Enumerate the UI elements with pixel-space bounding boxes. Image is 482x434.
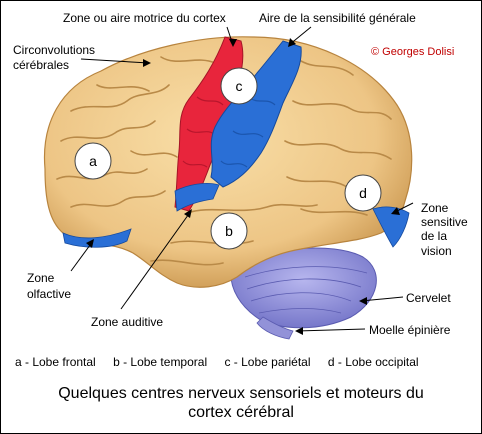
- label-sensory-area: Aire de la sensibilité générale: [259, 11, 416, 25]
- lobe-marker-c: c: [220, 67, 258, 105]
- arrow-olfactive: [86, 239, 94, 248]
- arrow-circonvolutions: [143, 59, 151, 67]
- auditory-area: [174, 183, 220, 212]
- caption-line-2: cortex cérébral: [188, 404, 294, 421]
- lobe-marker-d: d: [344, 174, 382, 212]
- arrow-moelle: [295, 327, 303, 335]
- arrow-motor: [229, 39, 237, 47]
- label-vision-4: vision: [421, 244, 452, 258]
- visual-area: [372, 206, 410, 248]
- label-vision-3: de la: [421, 229, 448, 243]
- caption-line-1: Quelques centres nerveux sensoriels et m…: [58, 385, 424, 402]
- label-circonvolutions-1: Circonvolutions: [13, 43, 96, 57]
- arrow-cervelet: [359, 297, 367, 305]
- svg-text:a: a: [89, 153, 97, 169]
- arrow-auditive: [184, 209, 192, 218]
- cerebellum-folds: [244, 266, 368, 314]
- leader-circonvolutions: [80, 58, 150, 64]
- leader-olfactive: [70, 240, 94, 272]
- olfactory-area: [62, 228, 132, 248]
- copyright-label: © Georges Dolisi: [371, 46, 455, 58]
- leader-moelle: [296, 328, 366, 332]
- arrow-vision: [391, 207, 400, 215]
- sensory-cortex: [210, 40, 302, 188]
- leader-auditive: [120, 210, 192, 310]
- figure-caption: Quelques centres nerveux sensoriels et m…: [1, 384, 481, 422]
- spinal-cord: [256, 316, 294, 340]
- leader-arrowheads: [86, 38, 400, 335]
- svg-text:b: b: [225, 223, 233, 239]
- label-moelle: Moelle épinière: [369, 323, 451, 337]
- arrow-sensory: [288, 38, 296, 47]
- label-vision-2: sensitive: [421, 215, 468, 229]
- label-vision-1: Zone: [421, 201, 449, 215]
- lobe-marker-b: b: [210, 212, 248, 250]
- lobe-legend: a - Lobe frontal b - Lobe temporal c - L…: [15, 355, 475, 369]
- label-circonvolutions-2: cérébrales: [13, 58, 70, 72]
- lobe-marker-a: a: [74, 142, 112, 180]
- legend-item-c: c - Lobe pariétal: [224, 355, 311, 369]
- label-cervelet: Cervelet: [406, 291, 451, 305]
- legend-item-a: a - Lobe frontal: [15, 355, 96, 369]
- label-auditive: Zone auditive: [91, 315, 164, 329]
- svg-text:c: c: [236, 78, 243, 94]
- svg-text:d: d: [359, 185, 367, 201]
- label-olfactive-1: Zone: [27, 271, 55, 285]
- legend-item-b: b - Lobe temporal: [113, 355, 208, 369]
- legend-item-d: d - Lobe occipital: [327, 355, 419, 369]
- leader-cervelet: [360, 296, 404, 302]
- label-olfactive-2: olfactive: [27, 287, 72, 301]
- label-motor-cortex: Zone ou aire motrice du cortex: [63, 11, 226, 25]
